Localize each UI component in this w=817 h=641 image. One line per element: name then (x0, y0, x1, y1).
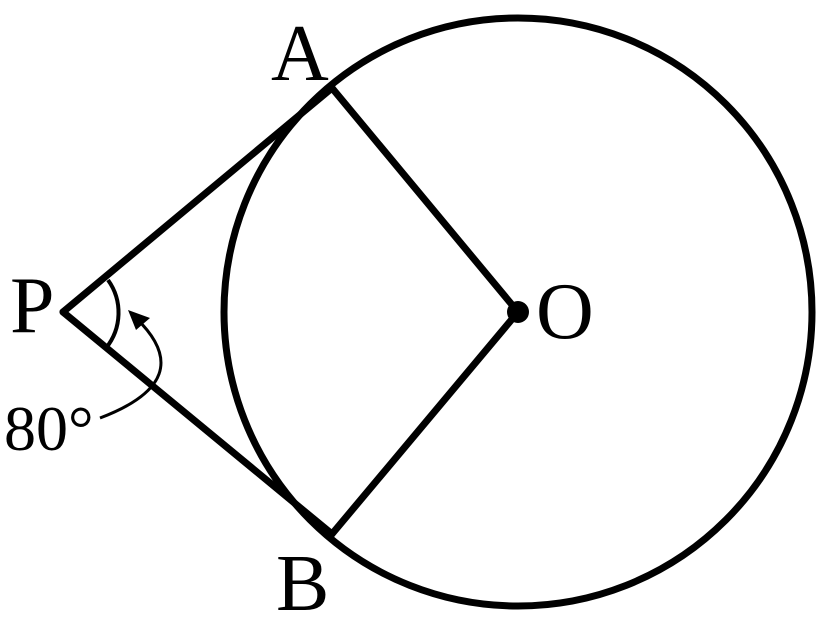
angle-arrow (99, 316, 163, 420)
label-o: O (536, 268, 594, 356)
radius-ob (328, 308, 522, 538)
tangent-pb (59, 308, 336, 538)
label-p: P (10, 262, 55, 350)
tangent-pa (59, 84, 336, 316)
angle-label: 80° (4, 393, 94, 464)
circle (220, 14, 816, 610)
angle-arrowhead (128, 310, 150, 330)
label-b: B (276, 540, 329, 628)
radius-oa (328, 84, 522, 316)
center-point-o (507, 301, 529, 323)
label-a: A (271, 10, 329, 98)
angle-arc-p (104, 278, 121, 350)
